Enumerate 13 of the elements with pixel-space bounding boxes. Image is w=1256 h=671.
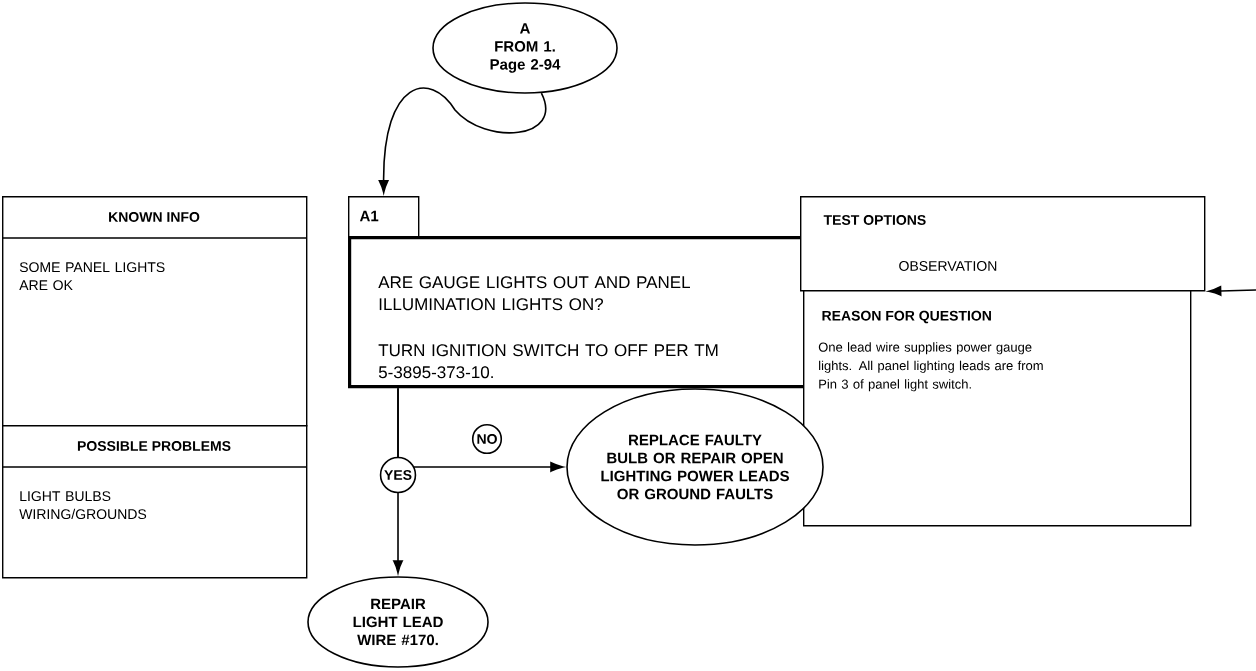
question-box: ARE GAUGE LIGHTS OUT AND PANEL ILLUMINATION LIGHTS ON? TURN IGNITION SWITCH TO OFF PER TM 5-3895-373-10. xyxy=(348,236,807,389)
options-box: TEST OPTIONS OBSERVATION xyxy=(800,196,1206,292)
step-tab: A1 xyxy=(348,196,420,238)
info-panel: POSSIBLE PROBLEMS LIGHT BULBS WIRING/GROUNDS xyxy=(1,425,308,579)
terminal-oval: REPLACE FAULTY BULB OR REPAIR OPEN LIGHTING POWER LEADS OR GROUND FAULTS xyxy=(566,388,824,546)
edge-label: NO xyxy=(471,423,503,455)
arrow xyxy=(378,87,547,194)
info-panel: KNOWN INFO SOME PANEL LIGHTS ARE OK xyxy=(1,196,308,427)
terminal-oval: A FROM 1. Page 2-94 xyxy=(432,2,618,94)
arrow xyxy=(397,387,564,472)
terminal-oval: REPAIR LIGHT LEAD WIRE #170. xyxy=(307,576,489,668)
edge-label: YES xyxy=(379,456,417,494)
arrow xyxy=(1208,286,1256,296)
